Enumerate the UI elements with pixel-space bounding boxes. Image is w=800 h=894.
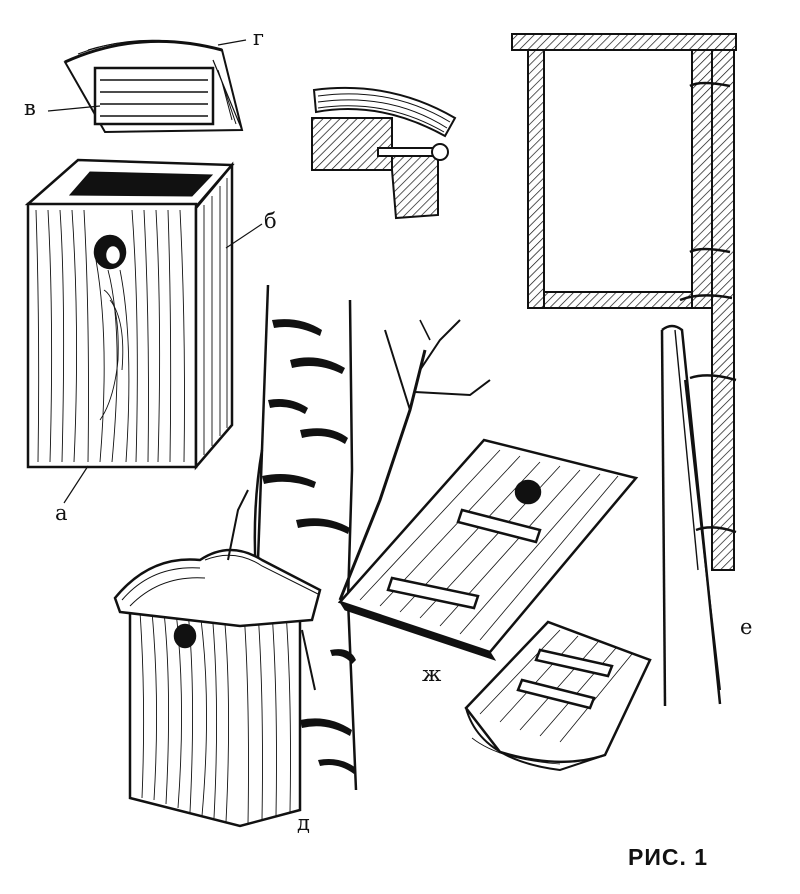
- label-d: д: [297, 811, 310, 835]
- box-drawing: [24, 158, 263, 504]
- label-v: в: [24, 96, 36, 120]
- lid-drawing: [47, 39, 247, 134]
- cross-section-drawing: [511, 33, 737, 707]
- birch-tree-drawing: [253, 284, 491, 791]
- feeder-board-drawing: [337, 438, 652, 772]
- hinge-detail-drawing: [311, 86, 457, 220]
- label-b: б: [264, 209, 277, 233]
- label-zh: ж: [422, 662, 442, 686]
- mounted-birdhouse-drawing: [113, 489, 322, 828]
- label-g: г: [253, 26, 265, 50]
- label-a: а: [55, 501, 68, 525]
- figure-caption: РИС. 1: [628, 844, 709, 870]
- label-e: е: [740, 615, 753, 639]
